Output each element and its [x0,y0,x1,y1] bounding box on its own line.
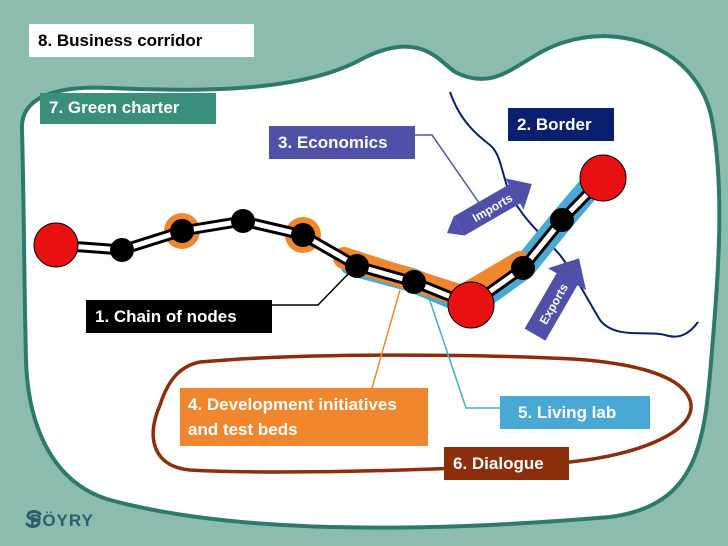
hub-node [447,281,495,329]
living-lab-leader [427,294,500,409]
development-label: 4. Development initiatives and test beds [180,388,428,446]
border-line [449,91,699,338]
terminal-node-east [579,154,627,202]
node-4 [291,223,315,247]
green-charter-label: 7. Green charter [40,93,216,124]
node-1 [110,238,134,262]
node-7 [511,256,535,280]
economics-label: 3. Economics [269,126,415,159]
node-6 [402,270,426,294]
dialogue-label: 6. Dialogue [444,447,569,480]
dialogue-loop [151,353,693,474]
living-lab-label: 5. Living lab [500,396,650,429]
border-label: 2. Border [508,108,614,141]
exports-arrow: Exports [524,258,587,341]
chain-of-nodes-label: 1. Chain of nodes [86,300,272,333]
chain-leader [272,269,353,306]
node-2 [170,219,194,243]
poyry-logo-icon [25,510,42,528]
node-3 [231,209,255,233]
node-8 [550,208,574,232]
poyry-logo: PÖYRY [25,510,94,532]
terminal-node-west [33,222,79,268]
development-leader [371,289,401,389]
imports-arrow: Imports [446,178,532,236]
poyry-logo-text: PÖYRY [30,511,94,530]
business-corridor-label: 8. Business corridor [29,24,254,57]
economics-leader [415,134,485,211]
